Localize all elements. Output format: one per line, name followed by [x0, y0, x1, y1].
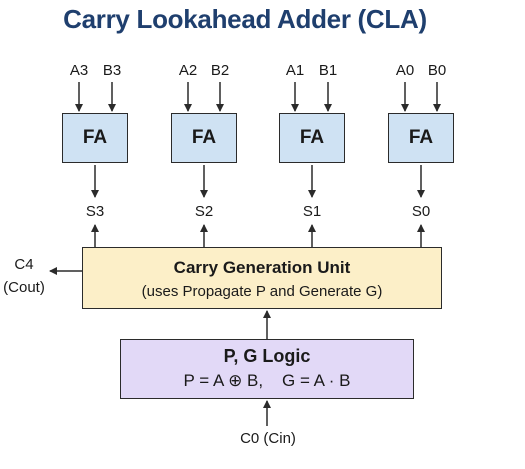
carry-in-label: C0 (Cin) — [240, 430, 296, 447]
input-b1-label: B1 — [318, 62, 338, 79]
input-b2-label: B2 — [210, 62, 230, 79]
pg-logic-formula: P = A ⊕ B, G = A · B — [183, 371, 351, 390]
diagram-title: Carry Lookahead Adder (CLA) — [63, 4, 427, 34]
carry-generation-unit: Carry Generation Unit (uses Propagate P … — [82, 247, 442, 309]
full-adder-0: FA — [388, 113, 454, 163]
sum-s1-label: S1 — [302, 203, 322, 220]
carry-out-sublabel: (Cout) — [3, 279, 45, 296]
input-a1-label: A1 — [285, 62, 305, 79]
input-a0-label: A0 — [395, 62, 415, 79]
pg-logic-title: P, G Logic — [223, 346, 311, 366]
full-adder-1: FA — [279, 113, 345, 163]
carry-out-label: C4 — [14, 256, 34, 273]
full-adder-2: FA — [171, 113, 237, 163]
sum-s3-label: S3 — [85, 203, 105, 220]
full-adder-3: FA — [62, 113, 128, 163]
sum-s0-label: S0 — [411, 203, 431, 220]
sum-s2-label: S2 — [194, 203, 214, 220]
input-b0-label: B0 — [427, 62, 447, 79]
input-a2-label: A2 — [178, 62, 198, 79]
carry-unit-subtitle: (uses Propagate P and Generate G) — [141, 283, 383, 300]
input-b3-label: B3 — [102, 62, 122, 79]
input-a3-label: A3 — [69, 62, 89, 79]
pg-logic-block: P, G Logic P = A ⊕ B, G = A · B — [120, 339, 414, 399]
carry-unit-title: Carry Generation Unit — [173, 258, 351, 277]
